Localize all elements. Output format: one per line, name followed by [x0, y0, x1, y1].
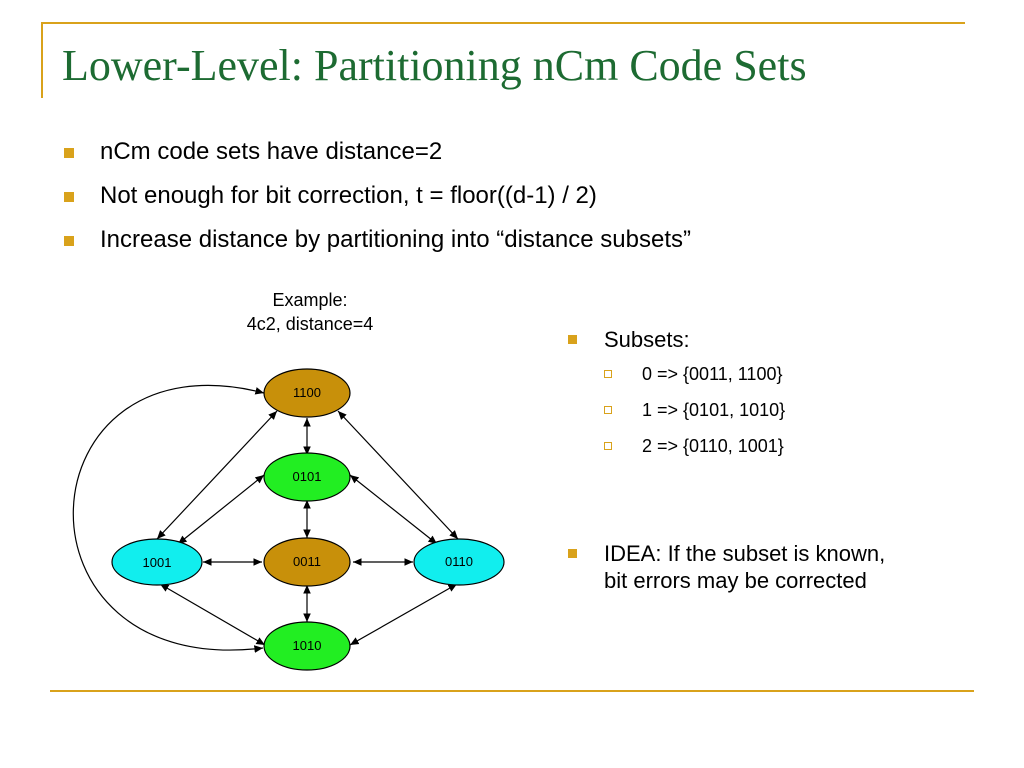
- hollow-square-bullet-icon: [604, 370, 612, 378]
- subsets-panel: Subsets: 0 => {0011, 1100} 1 => {0101, 1…: [566, 326, 926, 471]
- bullet-text: Not enough for bit correction, t = floor…: [100, 182, 597, 209]
- square-bullet-icon: [568, 335, 577, 344]
- example-caption-line1: Example:: [272, 290, 348, 310]
- hollow-square-bullet-icon: [604, 442, 612, 450]
- node-0011-shape: [263, 537, 351, 587]
- node-0110: 0110: [413, 538, 505, 586]
- square-bullet-icon: [568, 549, 577, 558]
- subset-text: 0 => {0011, 1100}: [642, 364, 783, 384]
- subsets-heading: Subsets:: [604, 327, 690, 352]
- node-1001: 1001: [111, 538, 203, 586]
- idea-item: IDEA: If the subset is known, bit errors…: [566, 540, 906, 594]
- slide-title: Lower-Level: Partitioning nCm Code Sets: [62, 41, 807, 90]
- subset-item: 0 => {0011, 1100}: [566, 363, 926, 385]
- node-0011: 0011: [263, 537, 351, 587]
- subset-text: 1 => {0101, 1010}: [642, 400, 786, 420]
- node-1100: 1100: [263, 368, 351, 418]
- square-bullet-icon: [64, 192, 74, 202]
- node-1010: 1010: [263, 621, 351, 671]
- edge-0110-1010: [349, 583, 458, 646]
- subsets-heading-item: Subsets:: [566, 326, 926, 353]
- node-0110-shape: [413, 538, 505, 586]
- node-0110-label: 0110: [445, 554, 473, 569]
- square-bullet-icon: [64, 236, 74, 246]
- node-1100-shape: [263, 368, 351, 418]
- example-caption-line2: 4c2, distance=4: [246, 314, 374, 334]
- subset-item: 1 => {0101, 1010}: [566, 399, 926, 421]
- bullet-item: Not enough for bit correction, t = floor…: [62, 182, 962, 210]
- footer-accent-line: [50, 690, 974, 692]
- bullet-text: Increase distance by partitioning into “…: [100, 226, 691, 253]
- idea-bullet: IDEA: If the subset is known, bit errors…: [566, 540, 906, 594]
- idea-text: IDEA: If the subset is known, bit errors…: [604, 541, 886, 593]
- edge-0101-1001: [177, 474, 265, 545]
- node-0101: 0101: [263, 452, 351, 502]
- main-bullet-list: nCm code sets have distance=2 Not enough…: [62, 138, 962, 270]
- hollow-square-bullet-icon: [604, 406, 612, 414]
- edge-1100-1001: [156, 410, 278, 540]
- edge-0101-0110: [349, 474, 438, 545]
- edge-1100-1010-curve: [72, 385, 265, 653]
- node-1100-label: 1100: [293, 385, 321, 400]
- title-accent-vertical-line: [41, 22, 43, 98]
- example-caption: Example: 4c2, distance=4: [200, 288, 420, 336]
- edge-1100-0110: [337, 410, 459, 540]
- node-0101-label: 0101: [293, 469, 322, 484]
- edge-1001-1010: [159, 583, 266, 646]
- node-1001-shape: [111, 538, 203, 586]
- bullet-text: nCm code sets have distance=2: [100, 138, 443, 165]
- node-1010-shape: [263, 621, 351, 671]
- node-1001-label: 1001: [143, 555, 172, 570]
- subset-item: 2 => {0110, 1001}: [566, 435, 926, 457]
- title-accent-top-line: [41, 22, 965, 24]
- bullet-item: nCm code sets have distance=2: [62, 138, 962, 166]
- node-1010-label: 1010: [293, 638, 322, 653]
- bullet-item: Increase distance by partitioning into “…: [62, 226, 962, 254]
- node-0011-label: 0011: [293, 554, 321, 569]
- subset-text: 2 => {0110, 1001}: [642, 436, 784, 456]
- node-0101-shape: [263, 452, 351, 502]
- subsets-list: 0 => {0011, 1100} 1 => {0101, 1010} 2 =>…: [566, 363, 926, 457]
- square-bullet-icon: [64, 148, 74, 158]
